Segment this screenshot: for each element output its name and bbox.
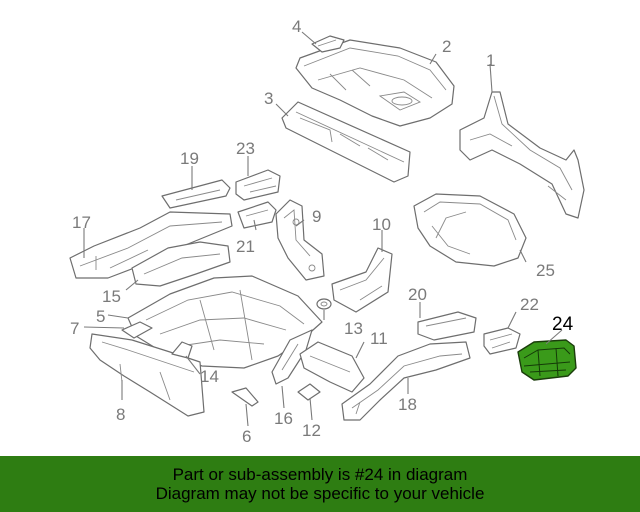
callout-9[interactable]: 9 [312,207,321,226]
callout-2[interactable]: 2 [442,37,451,56]
callout-19[interactable]: 19 [180,149,199,168]
part-17-side-rail[interactable] [69,211,233,279]
part-10-brace[interactable] [331,247,393,313]
part-12-clip[interactable] [297,383,321,401]
part-23-bracket[interactable] [235,169,281,201]
callout-6[interactable]: 6 [242,427,251,446]
callout-18[interactable]: 18 [398,395,417,414]
part-6-bracket[interactable] [231,387,259,407]
part-9-pillar-brace[interactable] [275,199,325,281]
callout-24[interactable]: 24 [552,314,574,335]
part-24-highlighted[interactable] [517,339,577,381]
part-2-package-tray[interactable] [295,39,455,127]
part-4-bracket[interactable] [311,35,345,53]
part-1-quarter-panel[interactable] [459,91,585,219]
part-11-rail[interactable] [299,341,365,393]
callout-8[interactable]: 8 [116,405,125,424]
callout-22[interactable]: 22 [520,295,539,314]
part-21-bracket[interactable] [237,201,277,229]
banner-line-1: Part or sub-assembly is #24 in diagram [172,465,468,484]
part-13-grommet[interactable] [316,298,332,310]
part-14-clip[interactable] [171,341,193,359]
callout-17[interactable]: 17 [72,213,91,232]
callout-5[interactable]: 5 [96,307,105,326]
callout-1[interactable]: 1 [486,51,495,70]
part-18-rear-rail[interactable] [341,341,471,421]
callout-10[interactable]: 10 [372,215,391,234]
callout-16[interactable]: 16 [274,409,293,428]
callouts: 1 2 3 4 5 6 7 8 9 10 11 12 13 14 15 16 1… [70,17,574,446]
part-19-rail[interactable] [161,179,231,209]
callout-4[interactable]: 4 [292,17,301,36]
banner-line-2: Diagram may not be specific to your vehi… [155,484,485,503]
callout-20[interactable]: 20 [408,285,427,304]
part-7-patch[interactable] [121,321,153,339]
callout-3[interactable]: 3 [264,89,273,108]
part-22-bracket[interactable] [483,327,521,355]
callout-7[interactable]: 7 [70,319,79,338]
callout-12[interactable]: 12 [302,421,321,440]
part-25-spare-tire-well[interactable] [413,193,527,267]
callout-14[interactable]: 14 [200,367,219,386]
callout-25[interactable]: 25 [536,261,555,280]
part-15-rail-extension[interactable] [131,241,231,287]
callout-11[interactable]: 11 [370,329,388,348]
callout-15[interactable]: 15 [102,287,121,306]
leader-lines [83,31,563,427]
part-3-cross-member[interactable] [281,101,411,183]
parts-diagram: 1 2 3 4 5 6 7 8 9 10 11 12 13 14 15 16 1… [69,17,585,446]
info-banner: Part or sub-assembly is #24 in diagram D… [0,456,640,512]
callout-21[interactable]: 21 [236,237,255,256]
callout-23[interactable]: 23 [236,139,255,158]
callout-13[interactable]: 13 [344,319,363,338]
part-20-bracket[interactable] [417,311,477,341]
